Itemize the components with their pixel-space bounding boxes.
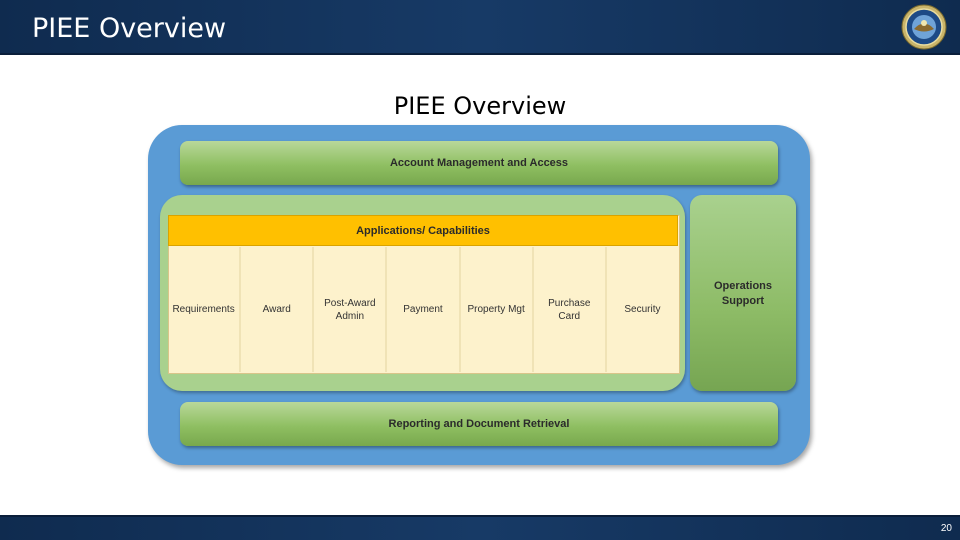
operations-support-label: Operations Support	[713, 280, 773, 307]
capability-purchase-card: Purchase Card	[534, 247, 607, 372]
reporting-retrieval-bar: Reporting and Document Retrieval	[180, 402, 778, 446]
capability-post-award-admin: Post-Award Admin	[314, 247, 388, 372]
slide-title: PIEE Overview	[393, 92, 567, 120]
capability-award: Award	[241, 247, 315, 372]
capabilities-row: Requirements Award Post-Award Admin Paym…	[168, 247, 678, 372]
dod-seal-icon	[901, 4, 947, 50]
capability-property-mgt: Property Mgt	[461, 247, 534, 372]
operations-support-box	[690, 195, 796, 391]
page-number: 20	[940, 523, 952, 534]
header-title: PIEE Overview	[32, 13, 227, 44]
account-management-bar: Account Management and Access	[180, 141, 778, 185]
applications-header: Applications/ Capabilities	[168, 215, 678, 246]
capability-payment: Payment	[387, 247, 461, 372]
header-bar: PIEE Overview	[0, 0, 960, 55]
footer-bar: 20	[0, 515, 960, 540]
capability-requirements: Requirements	[168, 247, 242, 372]
capability-security: Security	[624, 304, 661, 315]
